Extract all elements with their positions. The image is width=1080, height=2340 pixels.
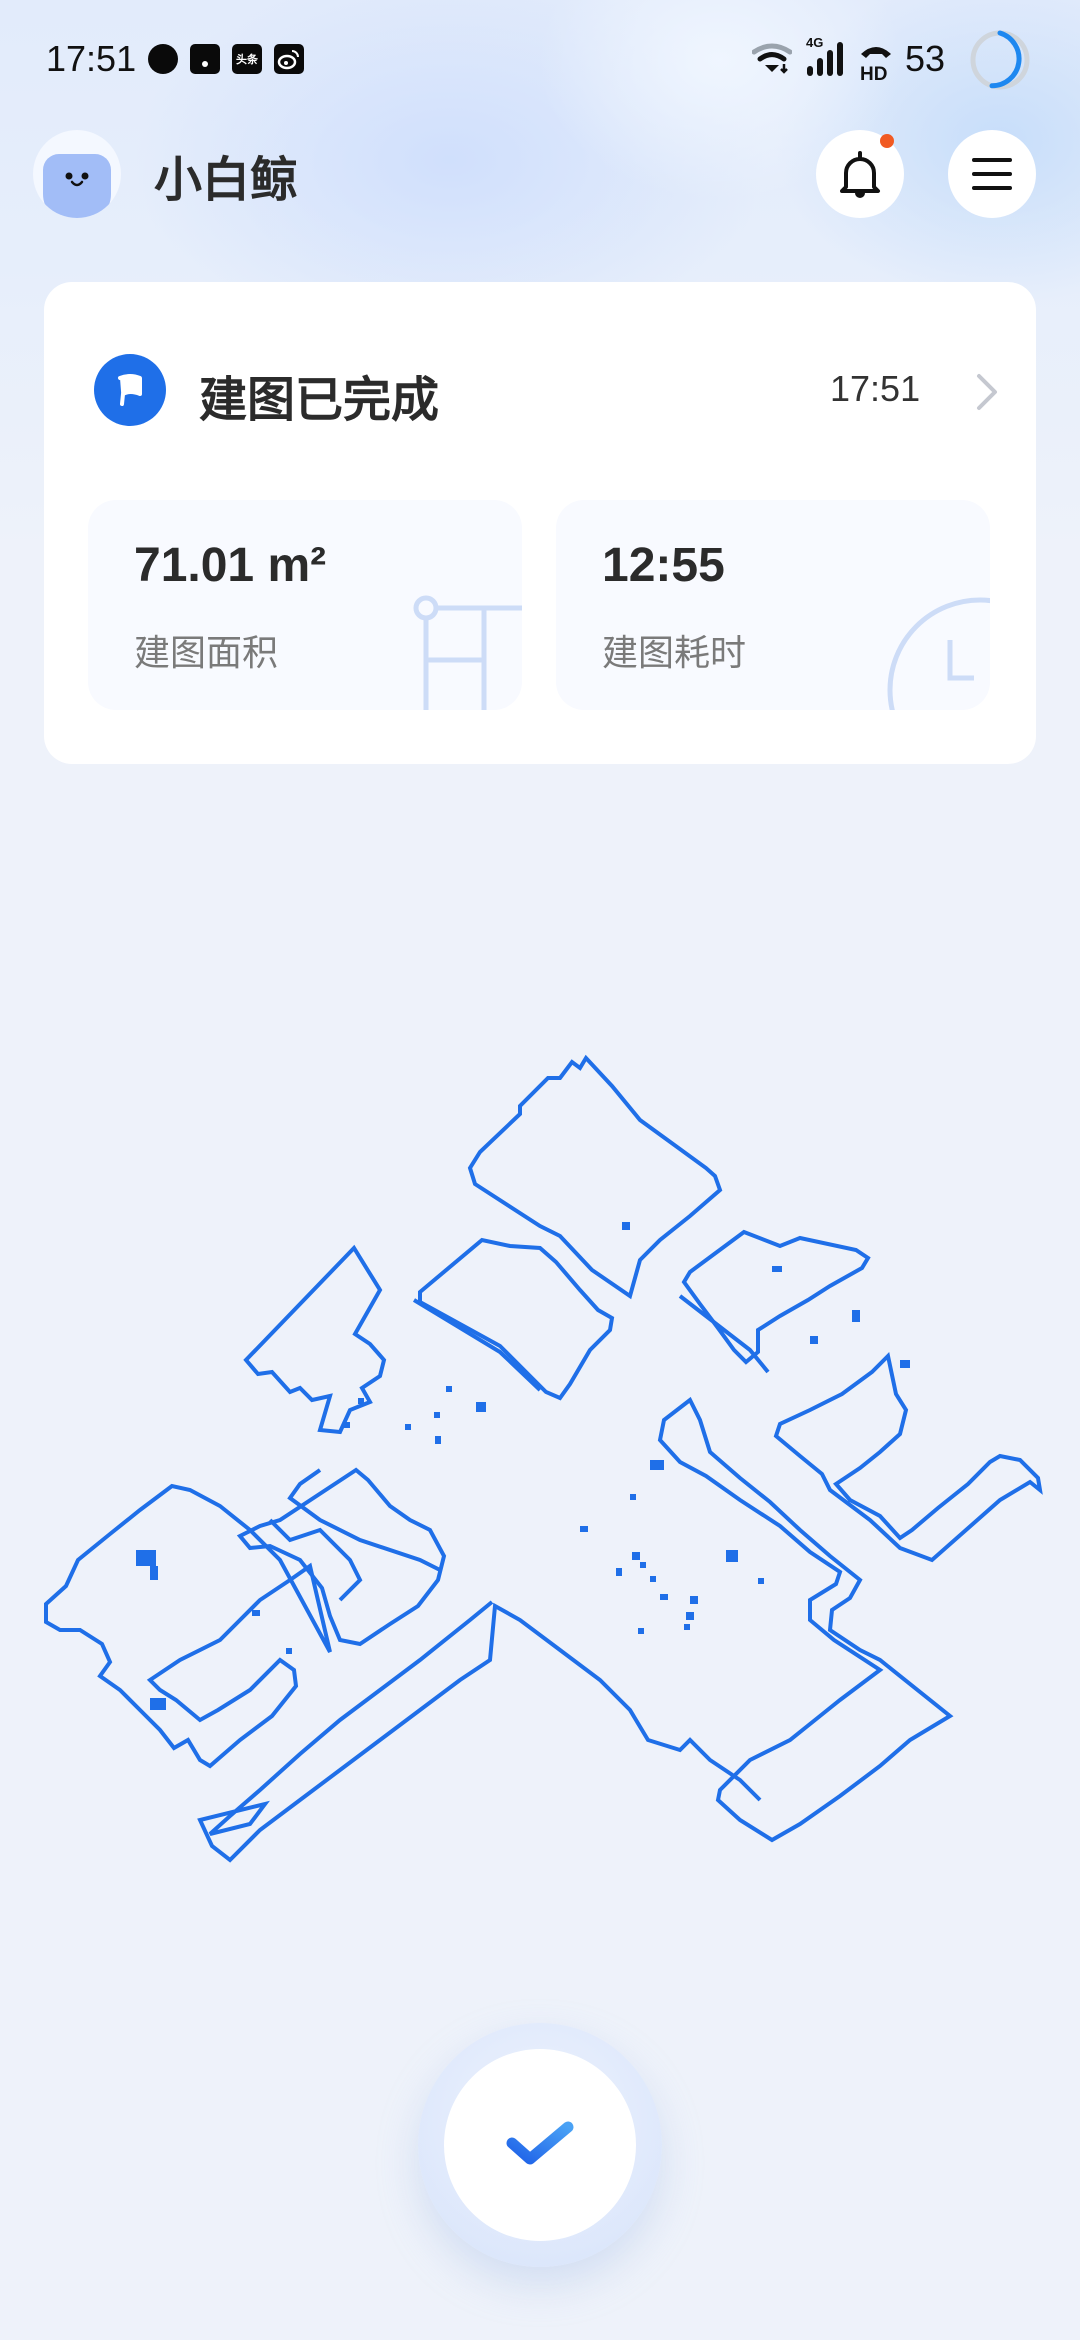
status-bar: 17:51 头条 4G HD 53: [0, 0, 1080, 120]
robot-face-icon: [43, 154, 111, 218]
stat-duration: 12:55 建图耗时: [556, 500, 990, 710]
card-title: 建图已完成: [199, 372, 440, 428]
app-title: 小白鲸: [154, 152, 299, 208]
stat-area-label: 建图面积: [134, 633, 279, 674]
menu-button[interactable]: [948, 130, 1036, 218]
svg-text:HD: HD: [860, 64, 887, 82]
weibo-icon: [274, 44, 304, 74]
mapping-status-card[interactable]: 建图已完成 17:51 71.01 m² 建图面积 12:55 建图耗时: [44, 282, 1036, 764]
checkmark-icon: [506, 2121, 574, 2165]
clock-icon: [887, 597, 990, 710]
avatar[interactable]: [33, 130, 121, 218]
square-dot-icon: [190, 44, 220, 74]
bell-icon: [840, 151, 880, 198]
stat-duration-label: 建图耗时: [602, 633, 747, 674]
flag-icon: [118, 374, 142, 406]
notifications-button[interactable]: [816, 130, 904, 218]
status-time: 17:51: [46, 38, 137, 79]
battery-ring-icon: [970, 30, 1030, 90]
stat-area: 71.01 m² 建图面积: [88, 500, 522, 710]
floor-map[interactable]: [0, 1030, 1080, 1870]
chat-bubble-icon: [148, 44, 178, 74]
stat-area-value: 71.01 m²: [134, 539, 327, 592]
floorplan-icon: [413, 595, 522, 710]
notification-dot: [880, 134, 894, 148]
confirm-button-face: [444, 2049, 636, 2241]
status-app-icons: 头条: [148, 44, 304, 74]
confirm-button[interactable]: [418, 2023, 662, 2267]
chevron-right-icon[interactable]: [969, 370, 1005, 414]
flag-badge: [94, 354, 166, 426]
wifi-icon: [752, 43, 792, 74]
signal-4g-icon: 4G: [806, 35, 843, 76]
battery-level: 53: [905, 38, 946, 79]
stat-duration-value: 12:55: [602, 539, 725, 592]
toutiao-icon: 头条: [232, 44, 262, 74]
hd-call-icon: HD: [860, 47, 891, 82]
svg-text:4G: 4G: [806, 35, 823, 50]
card-time: 17:51: [830, 368, 921, 409]
hamburger-menu-icon: [972, 158, 1012, 190]
status-right: 4G HD 53: [720, 26, 1080, 90]
